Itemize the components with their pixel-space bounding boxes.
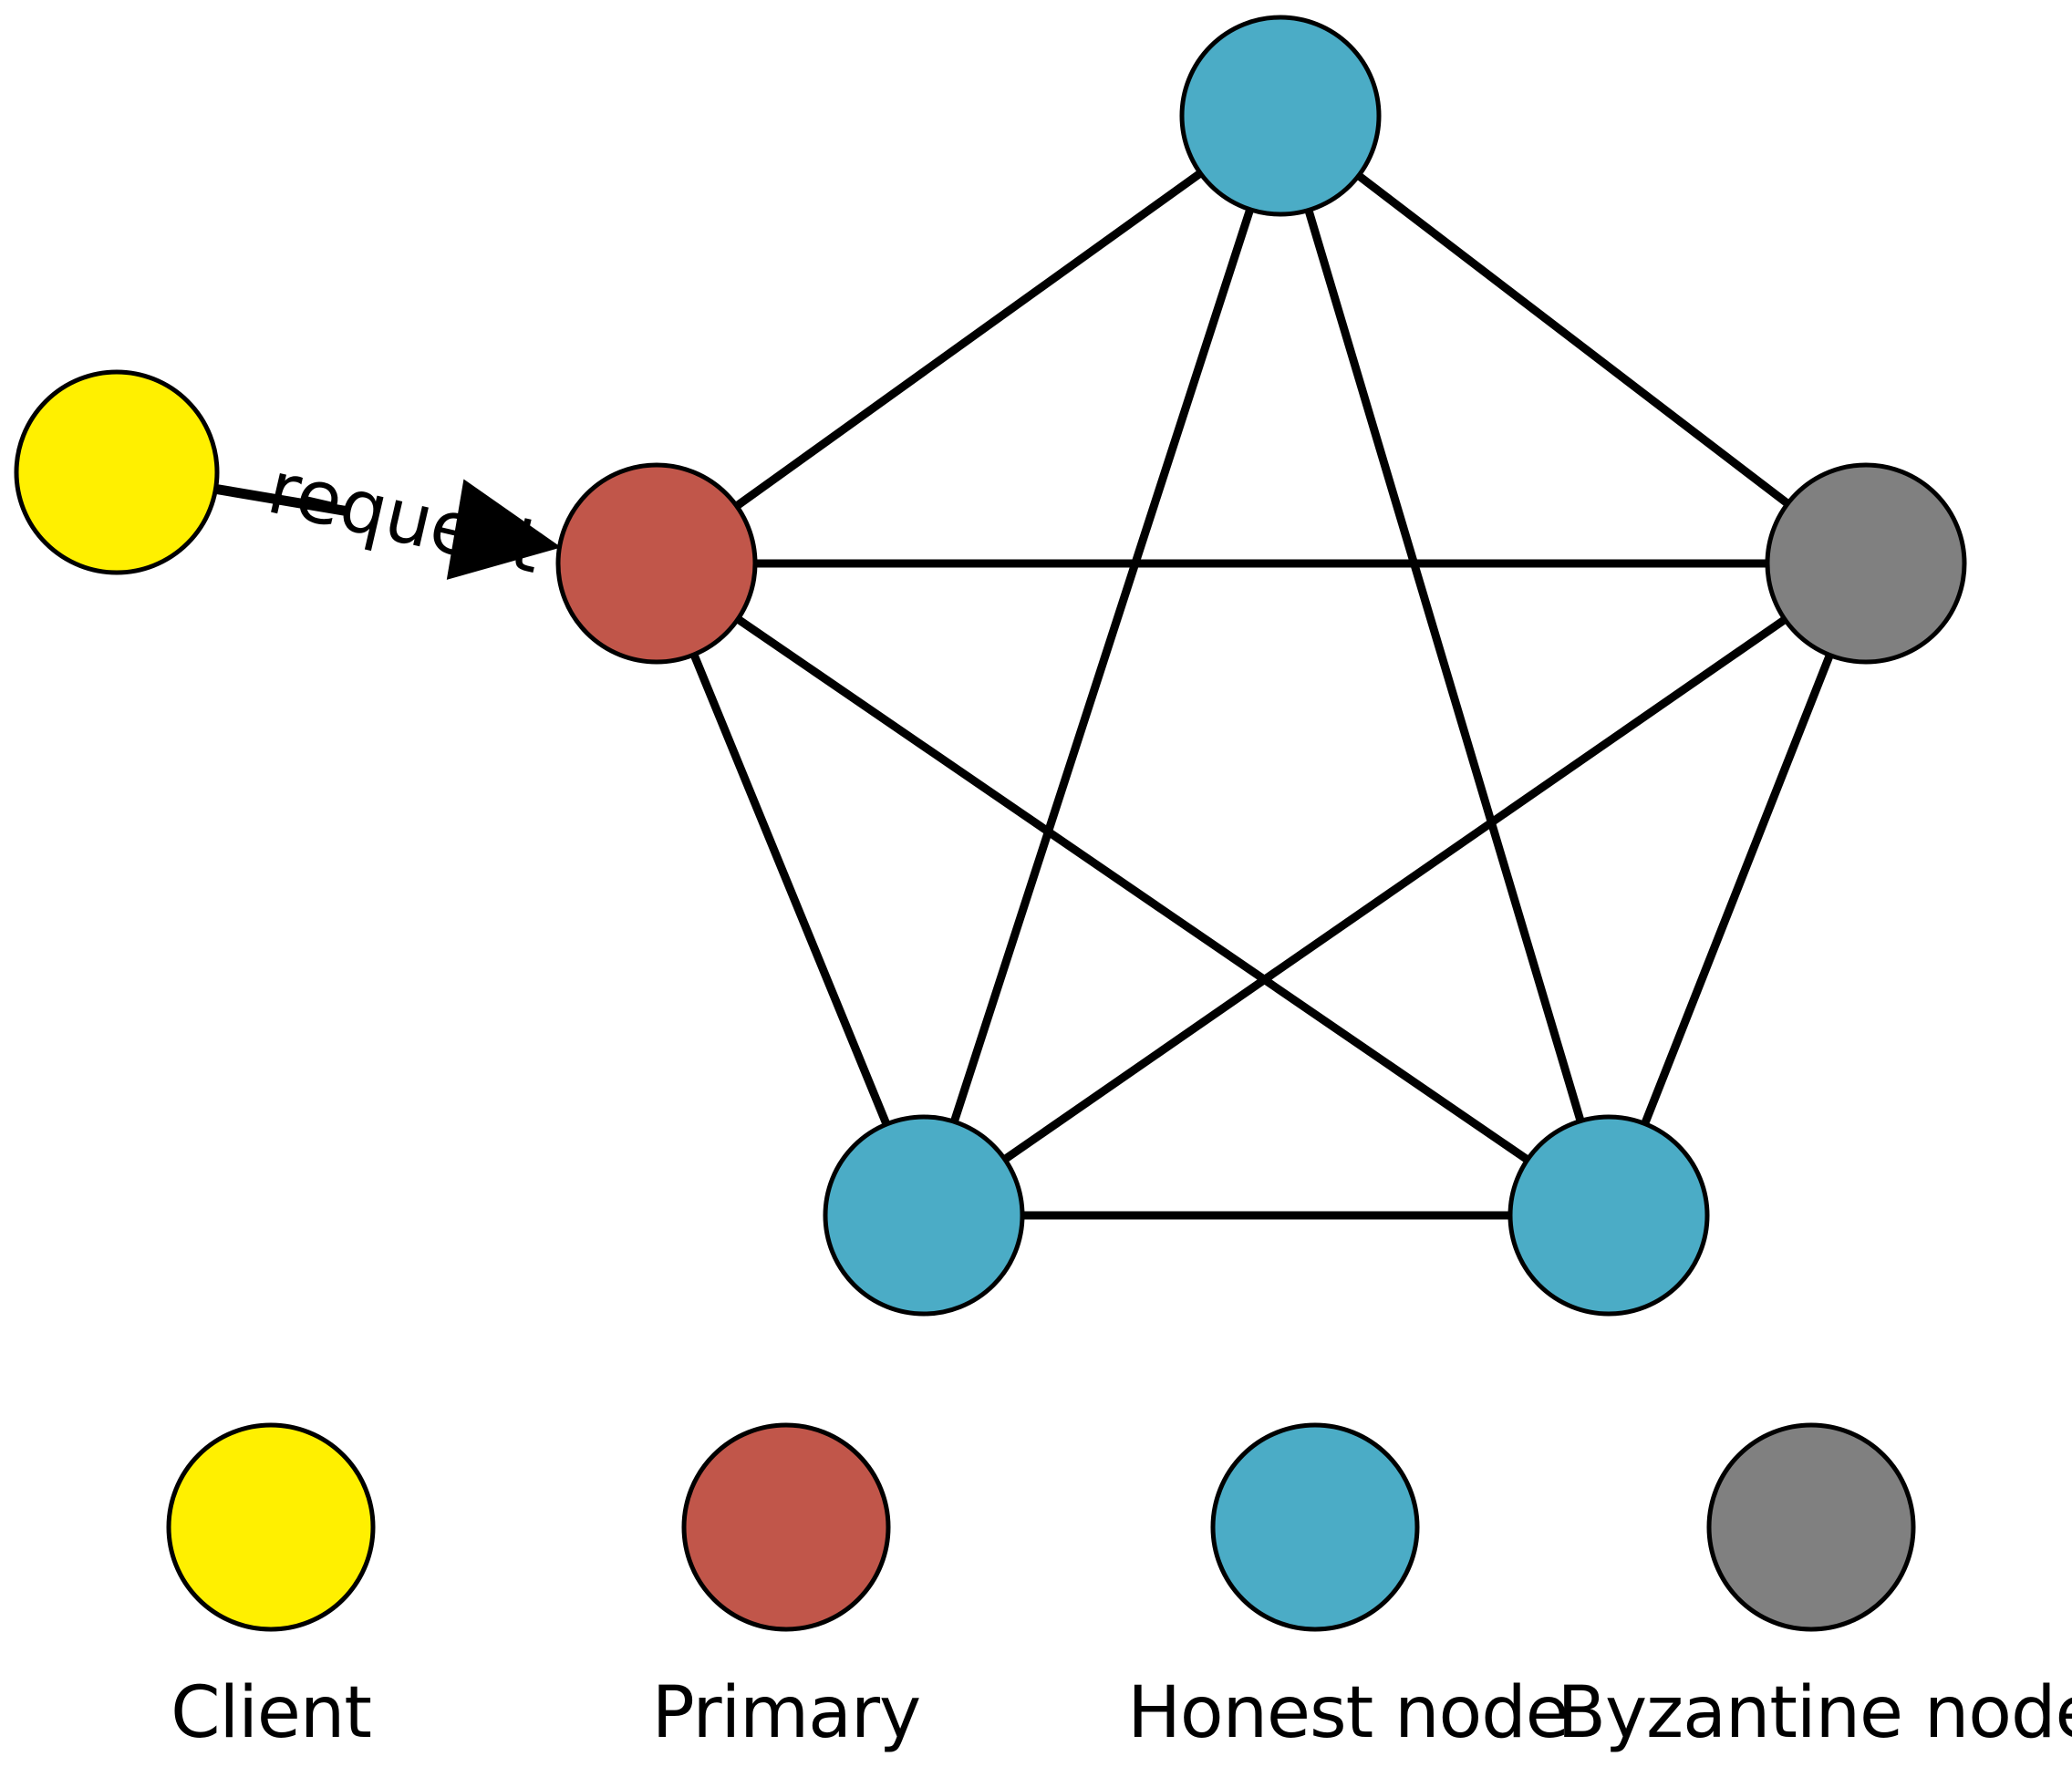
edges-layer xyxy=(689,169,1835,1220)
edge-top-bright xyxy=(1304,207,1585,1124)
node-primary[interactable] xyxy=(555,462,758,665)
edge-top-bleft xyxy=(949,206,1255,1125)
node-top[interactable] xyxy=(1179,15,1382,217)
edge-top-right xyxy=(1354,170,1792,509)
nodes-layer xyxy=(14,15,1967,1317)
legend-swatch-3 xyxy=(1706,1422,1916,1632)
legend-swatch-1 xyxy=(681,1422,891,1632)
legend-label-1: Primary xyxy=(652,1672,920,1754)
node-client[interactable] xyxy=(14,369,220,575)
node-right[interactable] xyxy=(1765,462,1967,665)
edge-right-bleft xyxy=(1000,615,1789,1164)
edge-primary-bright xyxy=(733,615,1532,1164)
request-arrow-layer: request xyxy=(212,445,562,590)
edge-primary-top xyxy=(732,169,1205,511)
legend-swatch-2 xyxy=(1210,1422,1420,1632)
request-arrow-shaft xyxy=(212,483,350,517)
request-arrow-head-icon xyxy=(446,479,562,580)
node-bright[interactable] xyxy=(1507,1114,1710,1317)
legend-swatch-0 xyxy=(166,1422,376,1632)
request-label: request xyxy=(261,445,550,590)
edge-bleft-primary xyxy=(689,651,891,1128)
legend-label-0: Client xyxy=(171,1672,371,1754)
legend-label-2: Honest node xyxy=(1127,1672,1568,1754)
legend-label-3: Byzantine node xyxy=(1558,1672,2072,1754)
node-bleft[interactable] xyxy=(823,1114,1025,1317)
edge-right-bright xyxy=(1640,651,1835,1128)
